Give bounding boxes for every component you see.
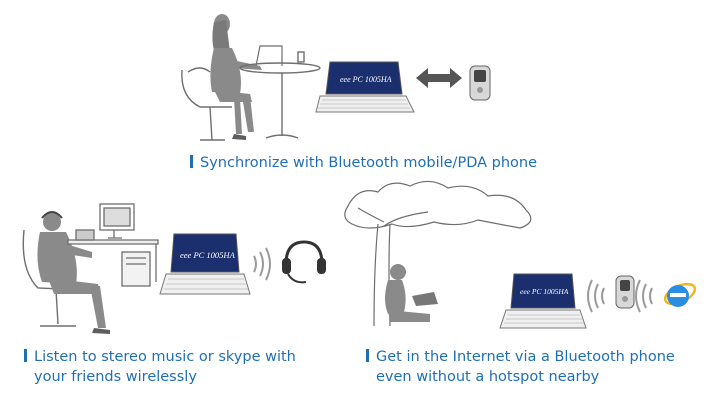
sync-caption-text: Synchronize with Bluetooth mobile/PDA ph… bbox=[200, 155, 538, 171]
caption-bullet bbox=[366, 349, 369, 362]
svg-text:eee PC 1005HA: eee PC 1005HA bbox=[180, 250, 236, 260]
internet-caption-line1: Get in the Internet via a Bluetooth phon… bbox=[376, 349, 675, 365]
caption-bullet bbox=[24, 349, 27, 362]
music-scene: eee PC 1005HA bbox=[22, 203, 326, 334]
sitting-man-illustration bbox=[385, 264, 438, 322]
sync-arrow-icon bbox=[416, 68, 462, 88]
caption-bullet bbox=[190, 155, 193, 168]
tree-illustration bbox=[344, 180, 532, 327]
laptop-illustration: eee PC 1005HA bbox=[499, 273, 587, 329]
sync-caption: Synchronize with Bluetooth mobile/PDA ph… bbox=[190, 153, 537, 173]
bluetooth-signal-icon bbox=[635, 279, 653, 313]
cafe-chair-illustration bbox=[181, 67, 232, 141]
office-chair-illustration bbox=[22, 229, 83, 327]
music-caption-line1: Listen to stereo music or skype with bbox=[34, 349, 296, 365]
internet-caption-line2: even without a hotspot nearby bbox=[376, 369, 600, 385]
internet-caption: Get in the Internet via a Bluetooth phon… bbox=[366, 347, 675, 387]
mobile-phone-icon bbox=[615, 275, 635, 309]
svg-text:eee PC 1005HA: eee PC 1005HA bbox=[340, 75, 392, 84]
bluetooth-signal-icon bbox=[587, 279, 605, 313]
internet-scene: eee PC 1005HA bbox=[344, 180, 697, 329]
music-caption-line2: your friends wirelessly bbox=[34, 369, 197, 385]
man-figure-illustration bbox=[37, 211, 110, 334]
laptop-illustration: eee PC 1005HA bbox=[159, 233, 251, 295]
bluetooth-signal-icon bbox=[253, 247, 271, 281]
mobile-phone-icon bbox=[469, 65, 491, 101]
svg-text:eee PC 1005HA: eee PC 1005HA bbox=[520, 287, 569, 296]
headset-icon bbox=[282, 240, 326, 284]
internet-explorer-icon bbox=[663, 282, 697, 307]
sync-scene: eee PC 1005HA bbox=[181, 14, 491, 141]
laptop-illustration: eee PC 1005HA bbox=[315, 61, 415, 113]
woman-figure-illustration bbox=[210, 14, 262, 140]
music-caption: Listen to stereo music or skype with you… bbox=[24, 347, 296, 387]
desk-illustration bbox=[67, 203, 159, 287]
cafe-table-illustration bbox=[239, 45, 321, 139]
